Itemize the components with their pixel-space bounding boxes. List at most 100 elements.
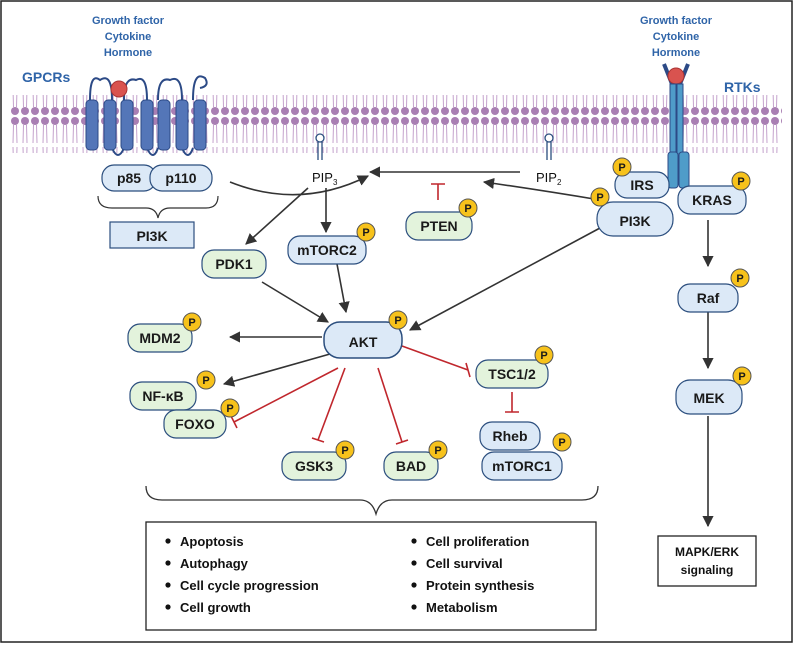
svg-text:P: P xyxy=(737,176,744,188)
right-ligand-3: Hormone xyxy=(652,47,700,59)
mtorc2-node xyxy=(287,235,367,265)
arrow-pi3k-to-akt xyxy=(409,227,601,331)
phospho-mek: P xyxy=(732,366,752,386)
phospho-mtorc1: P xyxy=(552,432,572,452)
raf-node xyxy=(677,283,739,313)
outcome-protein-synthesis: Protein synthesis xyxy=(426,578,534,593)
foxo-node xyxy=(163,409,227,439)
akt-inhibits-tsc xyxy=(401,345,471,378)
pi3k-right-label: PI3K xyxy=(619,213,650,229)
arrow-akt-to-nfkb xyxy=(222,353,331,387)
outcomes-right-list: Cell proliferation Cell survival Protein… xyxy=(411,534,534,615)
svg-text:P: P xyxy=(540,350,547,362)
mdm2-node xyxy=(127,323,193,353)
phospho-raf: P xyxy=(730,268,750,288)
outcomes-brace xyxy=(145,485,599,517)
irs-node xyxy=(614,171,670,199)
phospho-gsk3: P xyxy=(335,440,355,460)
mapk-erk-line1: MAPK/ERK xyxy=(675,545,739,559)
arrow-pdk1-to-akt xyxy=(261,281,329,323)
phospho-mtorc2: P xyxy=(356,222,376,242)
outcome-survival: Cell survival xyxy=(426,556,503,571)
phospho-bad: P xyxy=(428,440,448,460)
outcome-proliferation: Cell proliferation xyxy=(426,534,529,549)
activation-arrows xyxy=(222,166,714,528)
right-ligand-2: Cytokine xyxy=(653,31,699,43)
svg-text:P: P xyxy=(341,445,348,457)
left-ligand-3: Hormone xyxy=(104,47,152,59)
svg-text:P: P xyxy=(738,371,745,383)
right-ligand-ball xyxy=(667,67,685,85)
nfkb-label: NF-κB xyxy=(142,388,183,404)
left-ligand-labels: Growth factor Cytokine Hormone xyxy=(92,15,165,59)
pdk1-label: PDK1 xyxy=(215,256,253,272)
mdm2-label: MDM2 xyxy=(139,330,180,346)
svg-text:P: P xyxy=(202,375,209,387)
pi3k-box-left xyxy=(109,221,195,249)
svg-text:P: P xyxy=(558,437,565,449)
akt-node xyxy=(323,321,403,359)
arrow-pip3-to-pdk1 xyxy=(245,187,309,245)
phospho-mdm2: P xyxy=(182,312,202,332)
akt-inhibits-bad xyxy=(377,367,409,445)
bad-node xyxy=(383,451,439,481)
outcome-apoptosis: Apoptosis xyxy=(180,534,244,549)
arrow-pi3k-to-pip xyxy=(482,177,601,201)
left-ligand-2: Cytokine xyxy=(105,31,151,43)
nfkb-node xyxy=(129,381,197,411)
pten-inhibits-pip3 xyxy=(431,183,445,200)
gpcr-receptor xyxy=(85,75,208,156)
svg-text:P: P xyxy=(596,192,603,204)
rheb-label: Rheb xyxy=(493,428,528,444)
phospho-akt: P xyxy=(388,310,408,330)
phospho-badges: P P P P P P P P P P P P P P P xyxy=(182,157,752,460)
cell-membrane xyxy=(10,95,782,153)
right-ligand-labels: Growth factor Cytokine Hormone xyxy=(640,15,713,59)
mek-label: MEK xyxy=(693,390,724,406)
mek-node xyxy=(675,379,743,415)
p85-label: p85 xyxy=(117,170,141,186)
outcomes-left-list: Apoptosis Autophagy Cell cycle progressi… xyxy=(165,534,319,615)
p110-label: p110 xyxy=(165,170,196,186)
akt-inhibits-gsk3 xyxy=(311,367,346,443)
right-ligand-1: Growth factor xyxy=(640,15,713,27)
mtorc1-node xyxy=(481,451,563,481)
svg-text:P: P xyxy=(226,403,233,415)
pip2-label: PIP2 xyxy=(536,170,562,187)
svg-text:P: P xyxy=(464,203,471,215)
outcome-cell-cycle: Cell cycle progression xyxy=(180,578,319,593)
tsc-label: TSC1/2 xyxy=(488,366,536,382)
kras-label: KRAS xyxy=(692,192,732,208)
pip2-lipid-icon xyxy=(544,133,554,160)
outcome-autophagy: Autophagy xyxy=(180,556,249,571)
left-ligand-ball xyxy=(110,80,128,98)
outcome-cell-growth: Cell growth xyxy=(180,600,251,615)
mapk-erk-box xyxy=(657,535,757,587)
mtorc2-label: mTORC2 xyxy=(297,242,357,258)
gpcrs-label: GPCRs xyxy=(22,69,70,85)
p110-subunit xyxy=(149,164,213,192)
rheb-node xyxy=(479,421,541,451)
svg-text:P: P xyxy=(188,317,195,329)
pdk1-node xyxy=(201,249,267,279)
foxo-label: FOXO xyxy=(175,416,215,432)
gsk3-node xyxy=(281,451,347,481)
pten-node xyxy=(405,211,473,241)
phospho-kras: P xyxy=(731,171,751,191)
pi3k-brace xyxy=(97,195,219,219)
phospho-irs: P xyxy=(612,157,632,177)
svg-text:P: P xyxy=(434,445,441,457)
rtks-label: RTKs xyxy=(724,79,761,95)
pip3-label: PIP3 xyxy=(312,170,338,187)
irs-label: IRS xyxy=(630,177,653,193)
outcomes-box xyxy=(145,521,597,631)
akt-label: AKT xyxy=(349,334,378,350)
pi3k-node-right xyxy=(596,201,674,237)
svg-text:P: P xyxy=(736,273,743,285)
pi3k-box-label: PI3K xyxy=(136,228,167,244)
left-ligand-1: Growth factor xyxy=(92,15,165,27)
gsk3-label: GSK3 xyxy=(295,458,333,474)
phospho-pi3k: P xyxy=(590,187,610,207)
pip3-lipid-icon xyxy=(315,133,325,160)
